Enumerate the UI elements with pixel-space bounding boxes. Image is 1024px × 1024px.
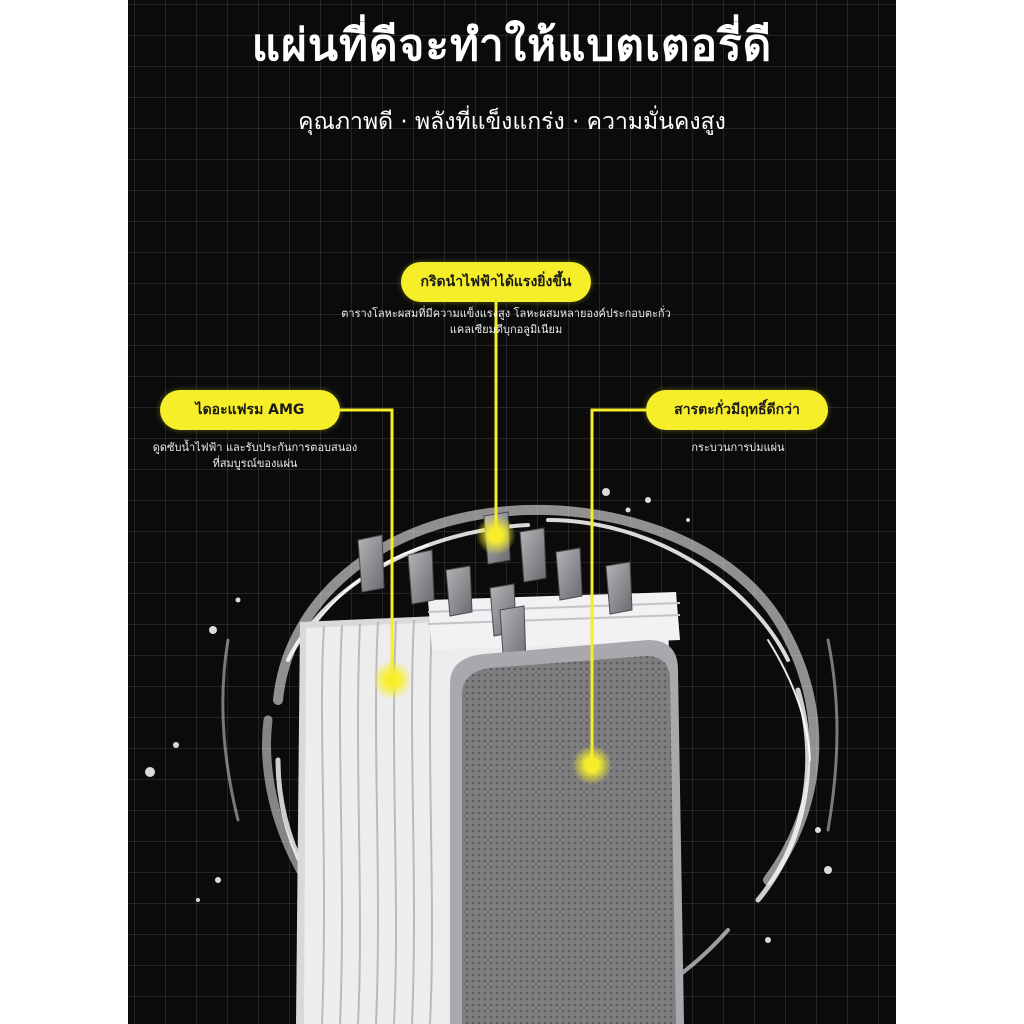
callout-hotspots — [372, 515, 612, 785]
callout-top-label: กริดนำไฟฟ้าได้แรงยิ่งขึ้น — [401, 262, 591, 302]
callout-leader-lines — [340, 302, 648, 765]
battery-plate-illustration — [145, 302, 839, 1024]
headline-subtitle: คุณภาพดี · พลังที่แข็งแกร่ง · ความมั่นคง… — [298, 109, 726, 135]
headline-title: แผ่นที่ดีจะทำให้แบตเตอรี่ดี — [251, 20, 773, 71]
callout-right-label: สารตะกั่วมีฤทธิ์ดีกว่า — [646, 390, 828, 430]
callout-left-label: ไดอะแฟรม AMG — [160, 390, 340, 430]
callout-left-description: ดูดซับน้ำไฟฟ้า และรับประกันการตอบสนอง ที… — [152, 441, 358, 470]
battery-plate-promo-panel: แผ่นที่ดีจะทำให้แบตเตอรี่ดี คุณภาพดี · พ… — [128, 0, 896, 1024]
callout-right-description: กระบวนการบ่มแผ่น — [691, 441, 785, 454]
lead-paste-plate — [450, 640, 684, 1024]
callout-top-description: ตารางโลหะผสมที่มีความแข็งแรงสูง โลหะผสมห… — [341, 307, 671, 336]
water-droplets — [145, 488, 832, 943]
